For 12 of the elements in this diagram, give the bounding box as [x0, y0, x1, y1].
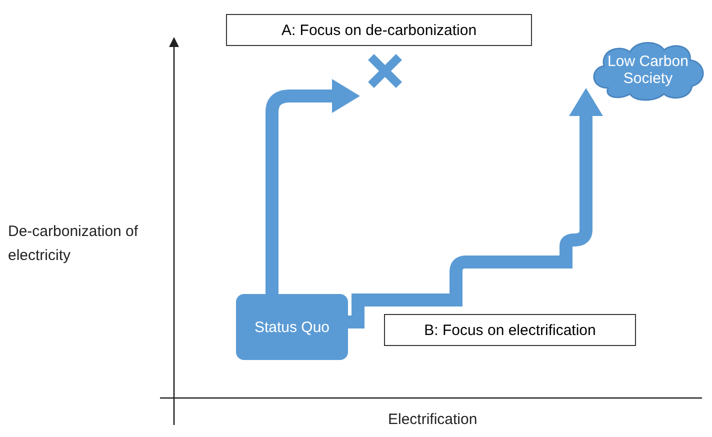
axis-label: Electrification — [388, 410, 478, 430]
node-label: Low Carbon Society — [606, 53, 690, 87]
note-text: B: Focus on electrification — [424, 322, 596, 338]
note-box — [226, 14, 532, 46]
cross-icon — [366, 52, 404, 90]
node-label: Status Quo — [254, 318, 330, 336]
arrow — [348, 88, 603, 328]
axis-label: De-carbonization of electricity — [8, 222, 140, 266]
note-box — [384, 314, 636, 346]
process-box — [236, 294, 348, 360]
arrow — [266, 79, 360, 294]
note-text: A: Focus on de-carbonization — [281, 22, 477, 38]
